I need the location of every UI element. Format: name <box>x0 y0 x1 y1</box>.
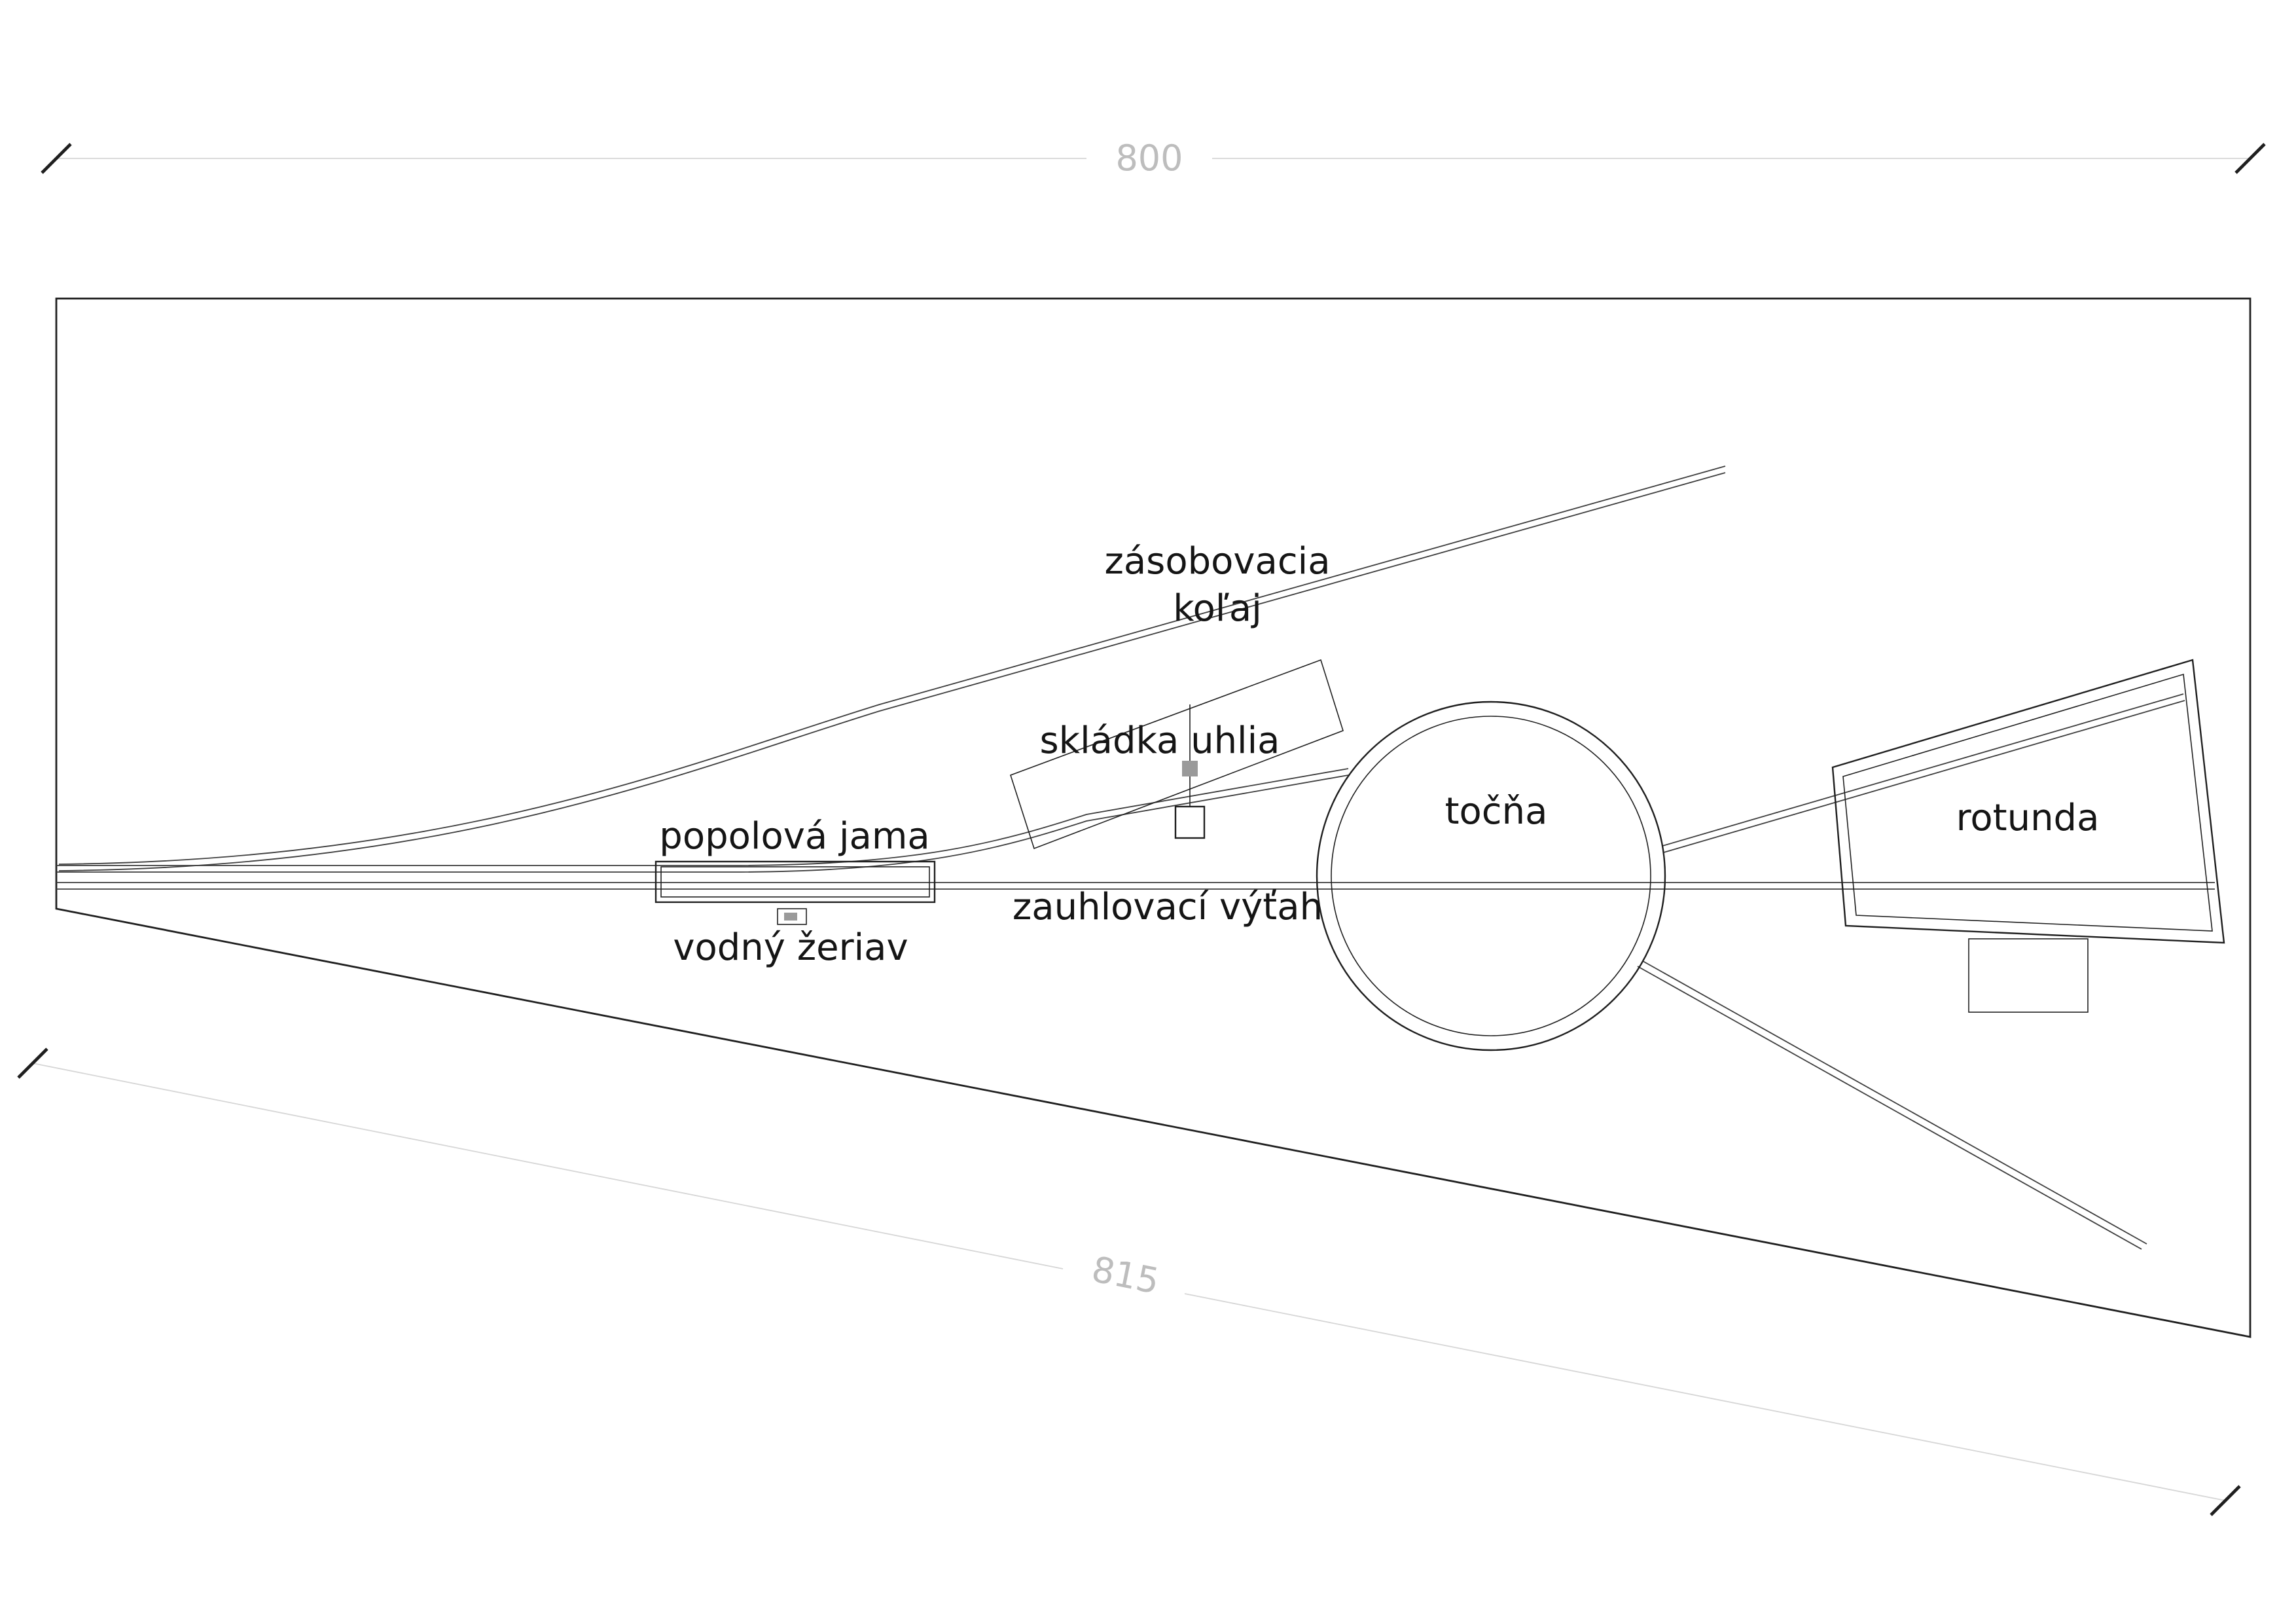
dimension-tick-bottom-left <box>17 1048 48 1079</box>
water-crane-base <box>777 908 807 925</box>
label-water-crane: vodný žeriav <box>673 926 908 969</box>
coal-siding-rail-1 <box>56 768 1349 866</box>
label-ash-pit: popolová jama <box>659 815 929 858</box>
coal-siding-track <box>56 768 1349 873</box>
roundhouse-inner-wall <box>1842 673 2213 932</box>
water-crane-symbol <box>784 913 797 921</box>
label-coaling-elevator: zauhlovací výťah <box>1013 886 1323 928</box>
roundhouse-outer-wall <box>1831 659 2225 944</box>
turntable <box>1316 701 1666 1051</box>
roundhouse-track-rail-2 <box>1663 700 2185 853</box>
label-roundhouse: rotunda <box>1956 797 2100 839</box>
roundhouse-annex <box>1968 938 2089 1013</box>
ash-pit-inner <box>660 866 930 898</box>
dimension-tick-top-right <box>2234 143 2266 174</box>
dimension-top: 800 <box>41 137 2266 179</box>
coal-dump-area <box>1010 659 1344 850</box>
ash-pit <box>655 860 936 903</box>
dimension-tick-bottom-right <box>2210 1485 2241 1516</box>
coaling-elevator-node <box>1182 761 1198 776</box>
coaling-elevator <box>1174 704 1206 839</box>
labels: zásobovacia koľaj skládka uhlia točňa ro… <box>659 540 2099 969</box>
dimension-bottom-line-left <box>32 1063 1064 1269</box>
exit-track-rail-1 <box>1642 960 2147 1245</box>
supply-track <box>58 465 1726 871</box>
coaling-elevator-cabin <box>1174 805 1206 839</box>
dimension-bottom-line-right <box>1184 1293 2226 1501</box>
label-supply-track-line1: zásobovacia <box>1104 540 1330 583</box>
supply-track-rail-1 <box>58 465 1726 865</box>
label-turntable: točňa <box>1445 790 1548 833</box>
dimension-tick-top-left <box>41 143 72 174</box>
ash-pit-outer <box>655 860 936 903</box>
main-track <box>56 882 2215 890</box>
tracks <box>56 465 2215 1250</box>
water-crane <box>777 908 807 925</box>
coal-siding-rail-2 <box>56 775 1349 873</box>
roundhouse-track-rail-1 <box>1662 693 2184 847</box>
turntable-outer-ring <box>1316 701 1666 1051</box>
roundhouse <box>1831 659 2225 1013</box>
turntable-inner-ring <box>1331 716 1651 1036</box>
exit-track-rail-2 <box>1637 966 2142 1250</box>
roundhouse-track <box>1662 693 2185 853</box>
coal-dump <box>1010 659 1344 850</box>
exit-track-southeast <box>1637 960 2147 1250</box>
dimension-bottom-value: 815 <box>1088 1249 1162 1302</box>
dimension-top-value: 800 <box>1115 137 1183 179</box>
label-supply-track-line2: koľaj <box>1173 587 1262 630</box>
supply-track-rail-2 <box>58 472 1726 871</box>
label-coal-dump: skládka uhlia <box>1039 720 1280 762</box>
site-outline <box>55 297 2251 1338</box>
